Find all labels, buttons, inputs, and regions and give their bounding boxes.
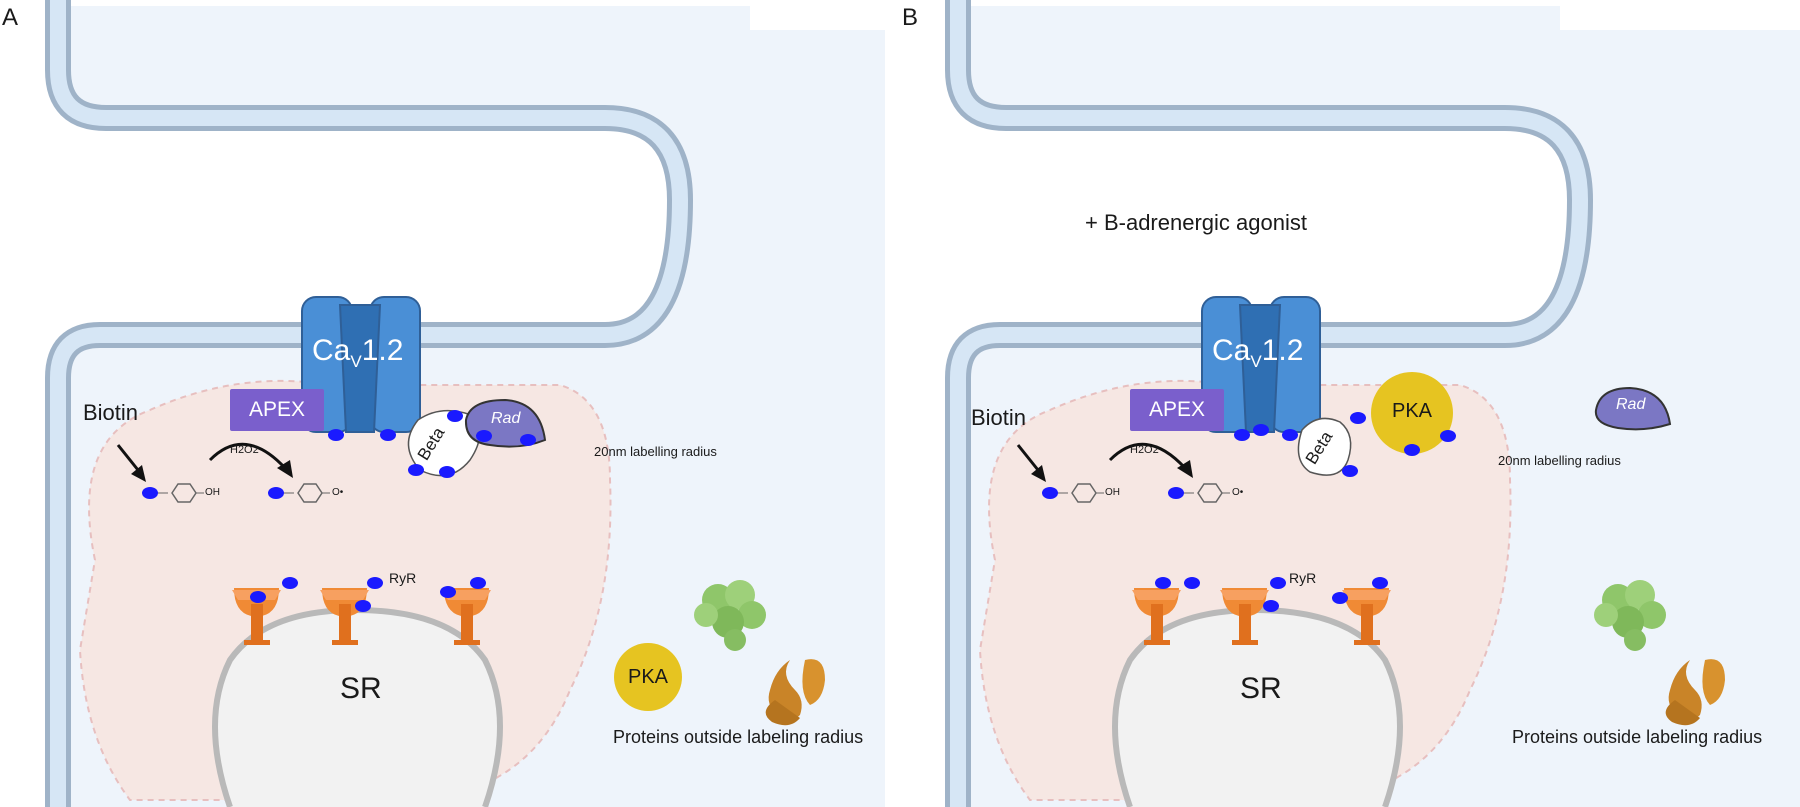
ryr-label: RyR xyxy=(1289,570,1317,586)
biotin-dot xyxy=(355,600,371,612)
radical-label: O• xyxy=(1232,487,1244,498)
reaction-arrow xyxy=(208,442,287,470)
green-protein xyxy=(694,580,766,651)
biotin-dot xyxy=(1155,577,1171,589)
ryr-label: RyR xyxy=(389,570,417,586)
biotin-dot xyxy=(250,591,266,603)
beta-subunit xyxy=(1297,417,1352,476)
biotin-dot xyxy=(1234,429,1250,441)
pka-protein xyxy=(614,643,682,711)
biotin-dot xyxy=(1350,412,1366,424)
pka-label: PKA xyxy=(1391,400,1433,422)
apex-label: APEX xyxy=(230,389,324,431)
panel-a: A CaV1.2 APEX Biotin H2O2 OH O• Beta Rad… xyxy=(0,0,885,807)
biotin-arrow xyxy=(116,444,140,471)
biotin-dot xyxy=(1263,600,1279,612)
h2o2-label: H2O2 xyxy=(1130,444,1159,456)
pka-protein xyxy=(1371,372,1453,454)
apex-label: APEX xyxy=(1130,389,1224,431)
biotin-dot xyxy=(1342,465,1358,477)
agonist-label: + B-adrenergic agonist xyxy=(1085,210,1307,235)
sr-label: SR xyxy=(1240,672,1282,705)
biotin-dot xyxy=(367,577,383,589)
panel-letter: A xyxy=(2,4,19,31)
radius-label: 20nm labelling radius xyxy=(594,444,717,459)
panel-b-diagram xyxy=(900,0,1800,807)
biotin-dot xyxy=(380,429,396,441)
panel-a-diagram xyxy=(0,0,885,807)
brown-protein xyxy=(1665,659,1725,726)
biotin-dot xyxy=(142,487,158,499)
panel-letter: B xyxy=(902,4,919,31)
biotin-dot xyxy=(470,577,486,589)
panel-b: B + B-adrenergic agonist CaV1.2 APEX Bio… xyxy=(900,0,1800,807)
biotin-dot xyxy=(439,466,455,478)
rad-label: Rad xyxy=(491,410,521,427)
rad-protein xyxy=(1594,386,1672,431)
ryr-2 xyxy=(320,588,369,645)
biotin-dot xyxy=(1332,592,1348,604)
extracellular-space xyxy=(0,0,680,807)
green-protein xyxy=(1594,580,1666,651)
ryr-3 xyxy=(1342,588,1391,645)
brown-protein xyxy=(765,659,825,726)
pka-label: PKA xyxy=(627,666,669,688)
radical-label: O• xyxy=(332,487,344,498)
biotin-dot xyxy=(1168,487,1184,499)
biotin-dot xyxy=(1440,430,1456,442)
biotin-dot xyxy=(268,487,284,499)
biotin-arrow xyxy=(1016,444,1040,471)
biotin-dot xyxy=(1372,577,1388,589)
ryr-1 xyxy=(1132,588,1181,645)
extracellular-space xyxy=(900,0,1580,807)
biotin-dot xyxy=(1253,424,1269,436)
channel-label: CaV1.2 xyxy=(1212,334,1304,371)
biotin-dot xyxy=(476,430,492,442)
biotin-dot xyxy=(1282,429,1298,441)
cav12-channel xyxy=(1201,296,1321,433)
biotin-label: Biotin xyxy=(971,405,1027,430)
biotin-dot xyxy=(282,577,298,589)
biotin-dot xyxy=(1270,577,1286,589)
outside-label: Proteins outside labeling radius xyxy=(1512,727,1763,747)
outside-label: Proteins outside labeling radius xyxy=(613,727,864,747)
biotin-dot xyxy=(1042,487,1058,499)
radius-label: 20nm labelling radius xyxy=(1498,453,1621,468)
h2o2-label: H2O2 xyxy=(230,444,259,456)
oh-label: OH xyxy=(1105,487,1120,498)
biotin-label: Biotin xyxy=(83,400,139,425)
sr-label: SR xyxy=(340,672,382,705)
biotin-dot xyxy=(440,586,456,598)
oh-label: OH xyxy=(205,487,220,498)
channel-label: CaV1.2 xyxy=(312,334,404,371)
biotin-dot xyxy=(1404,444,1420,456)
reaction-arrow xyxy=(1108,442,1187,470)
biotin-dot xyxy=(520,434,536,446)
biotin-dot xyxy=(447,410,463,422)
biotin-dot xyxy=(1184,577,1200,589)
biotin-dot xyxy=(408,464,424,476)
biotin-dot xyxy=(328,429,344,441)
rad-label: Rad xyxy=(1616,396,1646,413)
ryr-2 xyxy=(1220,588,1269,645)
